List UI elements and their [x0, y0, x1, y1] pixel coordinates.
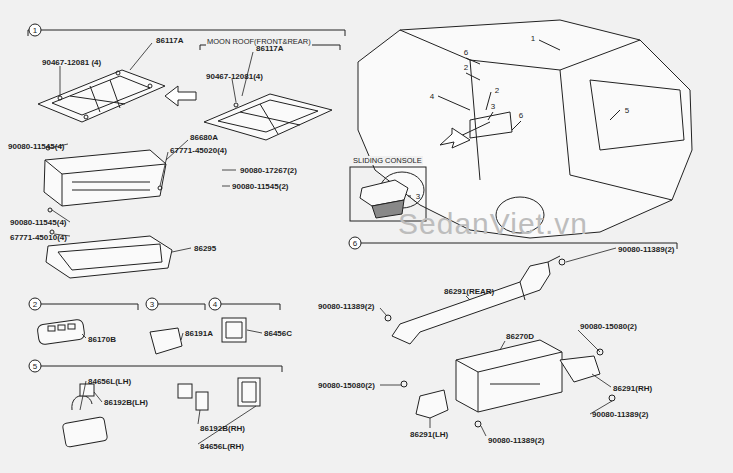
part-number: 86291(REAR) [444, 287, 494, 296]
watermark: SedanViet.vn [398, 208, 588, 240]
group-bracket [28, 30, 345, 36]
part-number: 86270D [506, 332, 534, 341]
callout-number: 2 [495, 86, 499, 95]
part-number: 67771-45020(4) [170, 146, 227, 155]
lamp-parts [62, 378, 260, 447]
switch-part [222, 318, 246, 342]
group-bracket [41, 304, 138, 310]
callout-number: 6 [464, 48, 468, 57]
callout-number: 6 [353, 239, 357, 248]
remote-control [37, 319, 85, 345]
part-number: 90080-11389(2) [618, 245, 675, 254]
part-number: 67771-45010(4) [10, 233, 67, 242]
part-number: 86117A [156, 36, 184, 45]
callout-number: 6 [519, 111, 523, 120]
receiver-part [150, 328, 182, 354]
part-number: 90080-11545(2) [232, 182, 289, 191]
callout-number: 1 [33, 26, 37, 35]
part-number: 86680A [190, 133, 218, 142]
group-bracket [41, 366, 282, 372]
part-number: 90467-12081(4) [206, 72, 263, 81]
part-number: 86456C [264, 329, 292, 338]
part-number: 90080-11389(2) [488, 436, 545, 445]
room-lamp-plate [204, 94, 332, 140]
part-number: 86192B(RH) [200, 424, 245, 433]
part-number: 86117A [256, 44, 284, 53]
part-number: 86191A [185, 329, 213, 338]
part-number: 90080-15080(2) [580, 322, 637, 331]
part-number: 86291(RH) [613, 384, 652, 393]
callout-number: 3 [491, 102, 495, 111]
callout-number: 2 [33, 300, 37, 309]
part-number: 90080-11545(4) [10, 218, 67, 227]
callout-number: 3 [416, 192, 420, 201]
callout-number: 2 [464, 63, 468, 72]
callout-number: 3 [150, 300, 154, 309]
lamp-housing [44, 146, 166, 212]
part-number: 90080-15080(2) [318, 381, 375, 390]
part-number: 86192B(LH) [104, 398, 148, 407]
arrow-symbol [165, 86, 196, 106]
leader-lines [50, 43, 616, 444]
callout-number: 4 [213, 300, 217, 309]
part-number: 86295 [194, 244, 216, 253]
part-number: 86170B [88, 335, 116, 344]
part-number: 86291(LH) [410, 430, 448, 439]
part-number: 90080-11389(2) [592, 410, 649, 419]
part-number: 90467-12081 (4) [42, 58, 101, 67]
part-number: 84656L(LH) [88, 377, 131, 386]
callout-number: 5 [33, 362, 37, 371]
room-lamp-plate [38, 70, 165, 122]
part-number: 90080-11545(4) [8, 142, 65, 151]
group-bracket [221, 304, 280, 310]
part-number: 84656L(RH) [200, 442, 244, 451]
callout-number: 5 [625, 106, 629, 115]
vehicle-outline [358, 20, 692, 238]
group-bracket [158, 304, 205, 310]
callout-number: 4 [430, 92, 434, 101]
section-note: SLIDING CONSOLE [352, 156, 423, 165]
part-number: 90080-17267(2) [240, 166, 297, 175]
callout-number: 1 [531, 34, 535, 43]
bracket-and-unit [385, 256, 615, 427]
part-number: 90080-11389(2) [318, 302, 375, 311]
